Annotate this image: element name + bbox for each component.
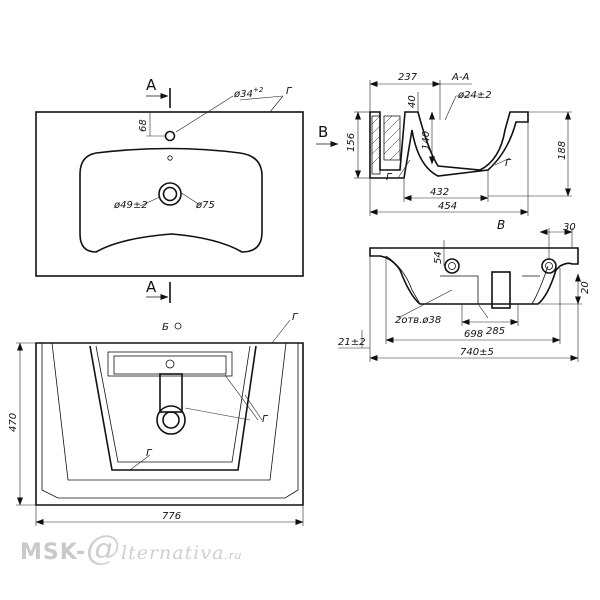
dia-75-label: ø75 xyxy=(195,200,215,211)
right-mount-hole xyxy=(541,258,557,274)
dia-24-label: ø24±2 xyxy=(457,90,492,101)
drain-inner xyxy=(162,186,178,202)
dim-470: 470 xyxy=(8,413,19,432)
top-view xyxy=(35,88,339,303)
dim-432: 432 xyxy=(430,187,449,198)
bottom-faucet-hole xyxy=(165,359,175,369)
view-b-outline xyxy=(369,247,579,305)
dim-30: 30 xyxy=(563,222,576,233)
section-aa xyxy=(354,80,572,216)
faucet-hole xyxy=(164,130,176,142)
overflow-hole xyxy=(167,155,173,161)
view-b-title: B xyxy=(497,218,505,232)
watermark-at-icon: @ xyxy=(86,528,122,568)
watermark-tld: .ru xyxy=(224,549,243,562)
g-label-5: Г xyxy=(386,172,393,183)
dim-40: 40 xyxy=(407,95,418,108)
dim-285: 285 xyxy=(486,326,505,337)
dia-34-tolerance: +2 xyxy=(253,86,264,94)
watermark-brand: MSK- xyxy=(20,540,87,565)
section-a-top-label: A xyxy=(146,76,157,94)
dim-776: 776 xyxy=(162,511,181,522)
g-label-3: Г xyxy=(262,414,269,425)
dim-454: 454 xyxy=(438,201,457,212)
dia-34-label: ø34 xyxy=(233,89,253,100)
dim-21: 21±2 xyxy=(338,337,365,348)
g-label-2: Г xyxy=(292,312,299,323)
view-b-arrow2-label: Б xyxy=(162,322,169,333)
dim-20: 20 xyxy=(580,281,591,294)
top-view-bowl xyxy=(79,147,263,253)
view-b xyxy=(338,228,582,362)
dim-140: 140 xyxy=(421,131,432,150)
g-label-4: Г xyxy=(146,448,153,459)
watermark: MSK-@lternativa.ru xyxy=(20,528,242,568)
labels: A A B Б B A-A ø34 +2 ø49±2 ø75 ø24±2 2от… xyxy=(8,72,591,522)
section-profile xyxy=(369,111,529,179)
dim-188: 188 xyxy=(557,141,568,160)
g-label-6: Г xyxy=(505,158,512,169)
bottom-drain-outer xyxy=(156,405,186,435)
dim-237: 237 xyxy=(398,72,418,83)
left-mount-hole xyxy=(444,258,460,274)
view-b-arrow-label: B xyxy=(318,123,328,141)
view-b-drain xyxy=(491,271,511,309)
dim-68: 68 xyxy=(138,119,149,132)
dia-49-label: ø49±2 xyxy=(113,200,148,211)
dim-156: 156 xyxy=(346,133,357,152)
dim-740: 740±5 xyxy=(460,347,494,358)
bottom-view xyxy=(16,319,304,526)
watermark-rest: lternativa xyxy=(121,542,225,564)
dim-54: 54 xyxy=(433,251,444,264)
holes-38-label: 2отв.ø38 xyxy=(395,315,441,326)
top-view-outline xyxy=(35,111,304,277)
drain-outer xyxy=(158,182,182,206)
section-aa-title: A-A xyxy=(451,72,469,83)
g-label-1: Г xyxy=(286,86,293,97)
section-a-bottom-label: A xyxy=(146,278,157,296)
dim-698: 698 xyxy=(464,329,483,340)
bottom-drain-inner xyxy=(162,411,180,429)
